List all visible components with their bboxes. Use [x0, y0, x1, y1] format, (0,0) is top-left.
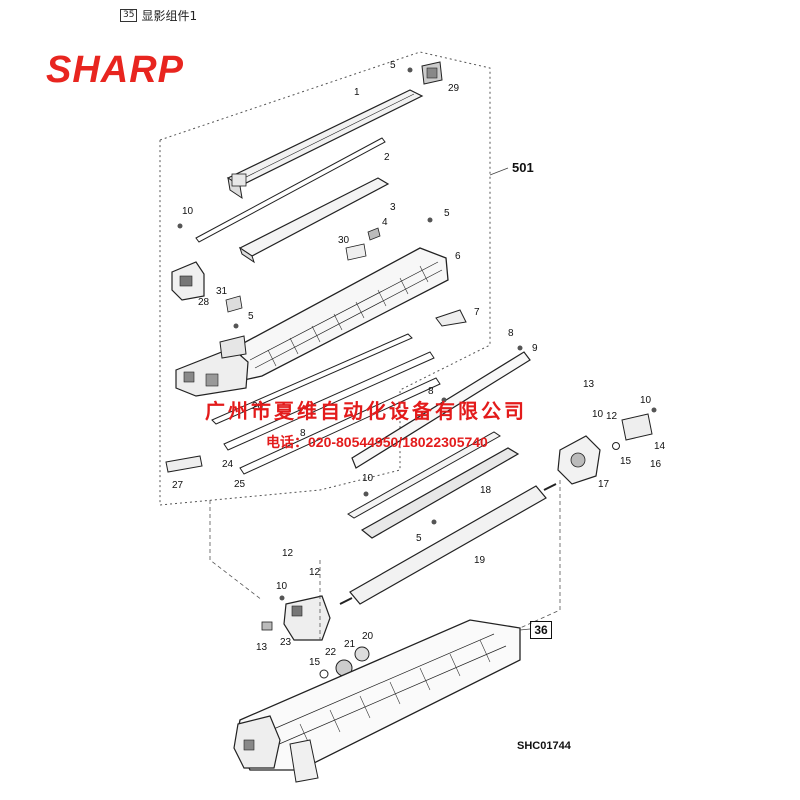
- part-9-plate: [351, 351, 531, 469]
- label-part-4: 4: [382, 217, 388, 228]
- part-2-strip: [195, 137, 386, 243]
- leader-line-501: [489, 167, 509, 176]
- label-part-1: 1: [354, 87, 360, 98]
- part-15-washer: [612, 442, 620, 450]
- sharp-logo: SHARP: [46, 49, 185, 91]
- label-part-9: 9: [532, 343, 538, 354]
- assembly-path-left: [209, 500, 263, 601]
- leader-line-36: [519, 628, 531, 631]
- part-4-pad: [367, 227, 381, 241]
- drawing-ref-code: SHC01744: [517, 740, 571, 752]
- screw-8-a: [517, 345, 523, 351]
- label-part-5-top: 5: [390, 60, 396, 71]
- label-part-5-bottom: 5: [416, 533, 422, 544]
- label-part-12-right: 12: [606, 411, 618, 422]
- label-part-10-left: 10: [182, 206, 194, 217]
- label-part-10-far: 10: [640, 395, 652, 406]
- label-part-30: 30: [338, 235, 350, 246]
- part-6-housing: [175, 247, 449, 397]
- label-part-16: 16: [650, 459, 662, 470]
- watermark-company: 广州市夏维自动化设备有限公司: [205, 399, 527, 423]
- assembly-path-right: [519, 480, 561, 629]
- label-part-26: 26: [252, 401, 264, 412]
- label-part-25: 25: [234, 479, 246, 490]
- part-3-cover: [238, 177, 390, 264]
- screw-8-b: [441, 397, 447, 403]
- label-part-12-lower-b: 12: [309, 567, 321, 578]
- part-7-bracket: [435, 309, 467, 327]
- part-13-pad: [261, 621, 273, 631]
- label-part-20: 20: [362, 631, 374, 642]
- part-25-rod: [239, 377, 441, 475]
- screw-10-left: [177, 223, 183, 229]
- label-part-18: 18: [480, 485, 492, 496]
- label-part-3: 3: [390, 202, 396, 213]
- label-part-17: 17: [598, 479, 610, 490]
- part-28-block: [171, 261, 205, 301]
- part-15-gear-washer: [319, 669, 329, 679]
- label-part-6: 6: [455, 251, 461, 262]
- label-part-2: 2: [384, 152, 390, 163]
- label-part-24: 24: [222, 459, 234, 470]
- label-part-15-right: 15: [620, 456, 632, 467]
- part-27-bracket: [165, 455, 203, 473]
- part-29-gasket: [421, 61, 443, 85]
- lower-housing: [233, 619, 521, 783]
- label-part-13-right: 13: [583, 379, 595, 390]
- label-part-27: 27: [172, 480, 184, 491]
- label-part-8-b: 8: [428, 386, 434, 397]
- watermark-phone: 电话：020-80544950/18022305740: [266, 434, 488, 450]
- label-part-8-c: 8: [300, 428, 306, 439]
- screw-10-mid: [363, 491, 369, 497]
- part-20-gear: [354, 646, 370, 662]
- label-part-23: 23: [280, 637, 292, 648]
- label-part-29: 29: [448, 83, 460, 94]
- label-part-12-lower-a: 12: [282, 548, 294, 559]
- screw-5-left: [233, 323, 239, 329]
- label-part-8-a: 8: [508, 328, 514, 339]
- label-part-7: 7: [474, 307, 480, 318]
- part-19-roller: [339, 483, 557, 605]
- screw-5-mid: [427, 217, 433, 223]
- label-part-14: 14: [654, 441, 666, 452]
- label-part-31: 31: [216, 286, 228, 297]
- screw-5-bottom: [431, 519, 437, 525]
- label-part-22: 22: [325, 647, 337, 658]
- part-1-top-rail: [226, 89, 424, 200]
- part-18-bar: [347, 431, 520, 539]
- part-26-rod: [211, 333, 413, 425]
- label-part-5-left: 5: [248, 311, 254, 322]
- label-part-19: 19: [474, 555, 486, 566]
- part-30-sheet: [345, 243, 367, 261]
- screw-10-right: [651, 407, 657, 413]
- label-part-28: 28: [198, 297, 210, 308]
- assembly-ref-box: 36: [530, 621, 552, 639]
- label-part-5-mid: 5: [444, 208, 450, 219]
- section-number: 35: [120, 9, 138, 22]
- part-16-plate: [621, 413, 653, 441]
- label-part-15-lower: 15: [309, 657, 321, 668]
- screw-5-top: [407, 67, 413, 73]
- part-23-bracket: [283, 595, 331, 641]
- label-part-21: 21: [344, 639, 356, 650]
- label-assembly-501: 501: [512, 160, 534, 175]
- section-title: 显影组件1: [141, 9, 198, 23]
- label-part-13-lower: 13: [256, 642, 268, 653]
- label-part-10-mid: 10: [362, 473, 374, 484]
- part-31-pad: [225, 295, 243, 313]
- screw-10-lower: [279, 595, 285, 601]
- diagram-header: 35 显影组件1: [120, 7, 197, 24]
- label-part-10-lower: 10: [276, 581, 288, 592]
- label-part-10-right: 10: [592, 409, 604, 420]
- part-24-rod: [223, 351, 435, 451]
- part-17-gear-block: [557, 435, 601, 485]
